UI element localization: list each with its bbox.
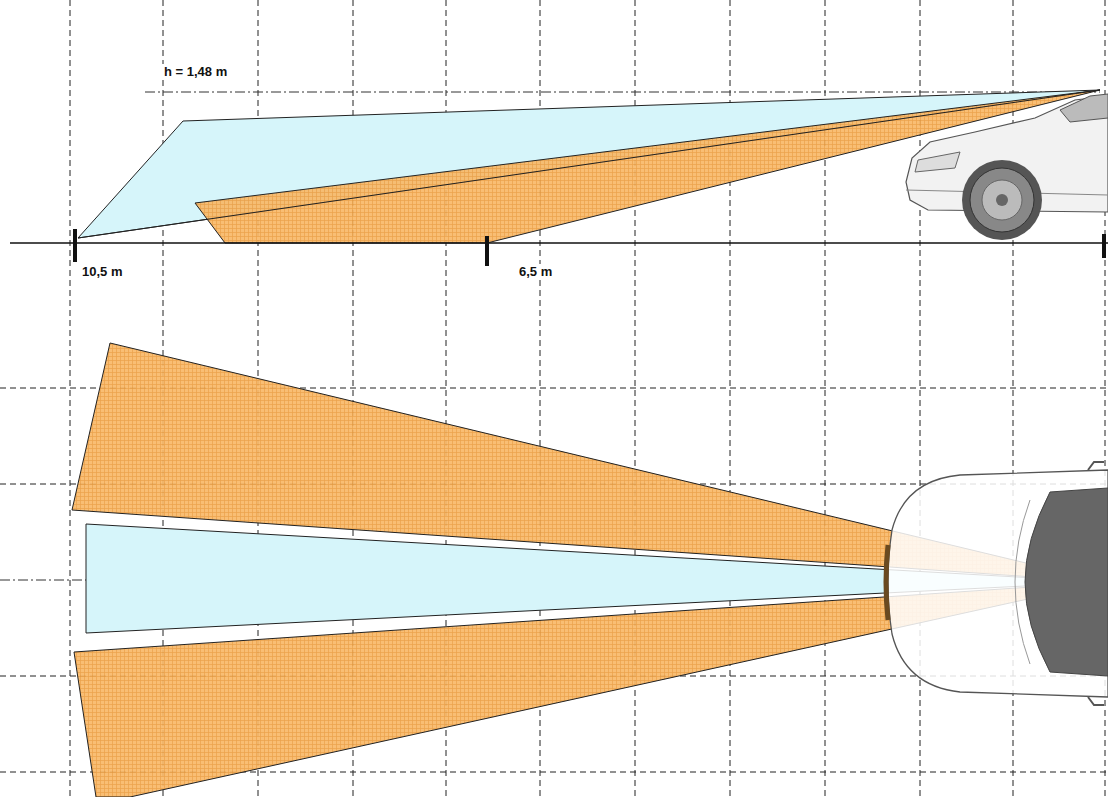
headlamp-height-line (145, 92, 1100, 93)
car-side (906, 94, 1108, 240)
distance-ticks (75, 229, 1104, 266)
car-top (886, 462, 1108, 705)
ground-line (10, 242, 1108, 243)
distance-dimension: 6,5 m (517, 264, 554, 279)
height-dimension: h = 1,48 m (162, 64, 229, 79)
high-beam-edge (78, 90, 1100, 238)
distance-dimension: 10,5 m (80, 264, 124, 279)
